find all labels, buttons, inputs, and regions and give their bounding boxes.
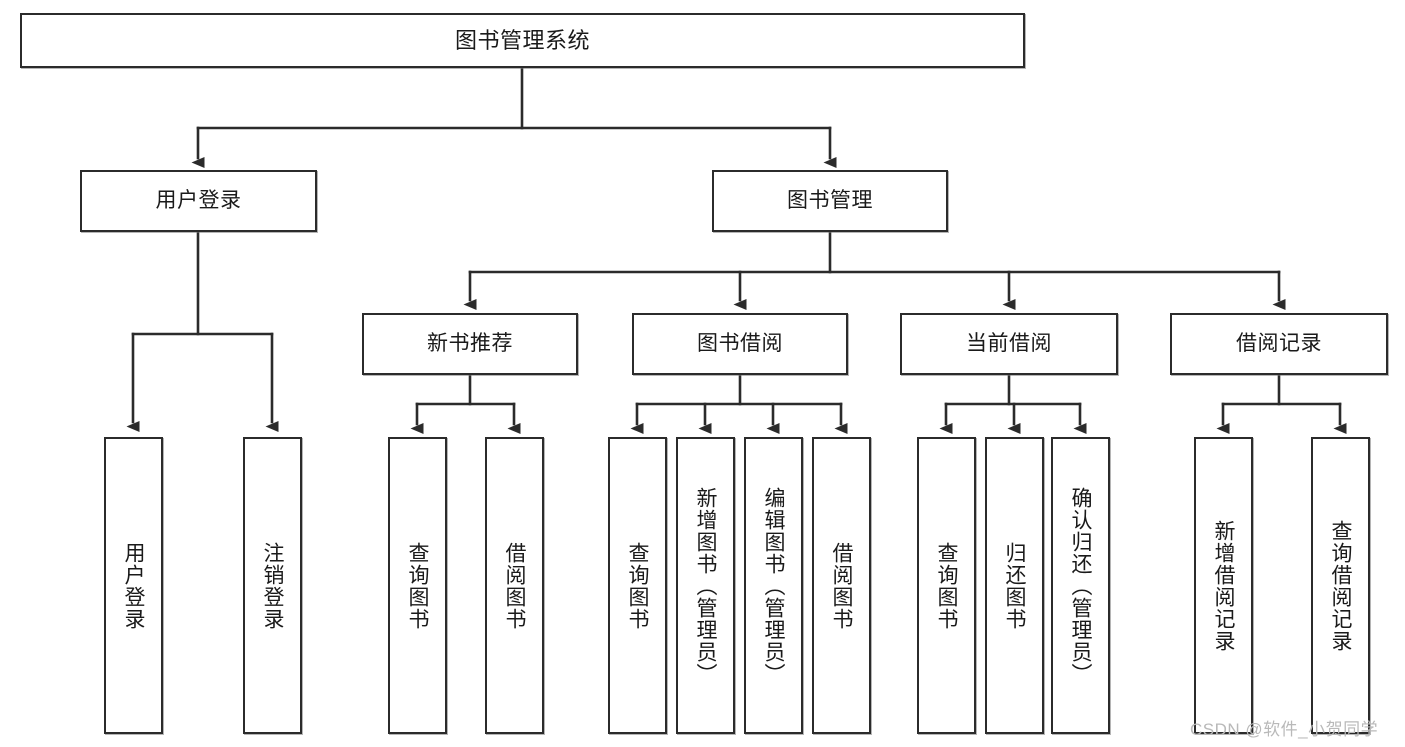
node-leaf-borrow-book-1-label: 借阅图书 bbox=[503, 541, 526, 630]
node-new-book-recommend[interactable]: 新书推荐 bbox=[362, 313, 578, 375]
node-leaf-confirm-return[interactable]: 确认归还（管理员） bbox=[1051, 437, 1110, 734]
node-book-borrow-label: 图书借阅 bbox=[697, 332, 783, 356]
node-borrow-record[interactable]: 借阅记录 bbox=[1170, 313, 1388, 375]
node-leaf-edit-book[interactable]: 编辑图书（管理员） bbox=[744, 437, 803, 734]
node-leaf-query-record-label: 查询借阅记录 bbox=[1329, 519, 1352, 652]
node-current-borrow-label: 当前借阅 bbox=[966, 332, 1052, 356]
node-leaf-borrow-book-1[interactable]: 借阅图书 bbox=[485, 437, 544, 734]
node-leaf-add-book-label: 新增图书（管理员） bbox=[694, 486, 717, 685]
node-leaf-edit-book-label: 编辑图书（管理员） bbox=[762, 486, 785, 685]
node-root[interactable]: 图书管理系统 bbox=[20, 13, 1025, 68]
node-leaf-query-book-1[interactable]: 查询图书 bbox=[388, 437, 447, 734]
node-leaf-user-login-label: 用户登录 bbox=[122, 541, 145, 630]
node-leaf-query-book-2[interactable]: 查询图书 bbox=[608, 437, 667, 734]
node-leaf-query-book-3-label: 查询图书 bbox=[935, 541, 958, 630]
node-leaf-add-record[interactable]: 新增借阅记录 bbox=[1194, 437, 1253, 734]
node-user-login-label: 用户登录 bbox=[155, 189, 242, 213]
node-leaf-query-record[interactable]: 查询借阅记录 bbox=[1311, 437, 1370, 734]
node-book-management[interactable]: 图书管理 bbox=[712, 170, 948, 232]
node-root-label: 图书管理系统 bbox=[454, 27, 590, 53]
node-leaf-query-book-3[interactable]: 查询图书 bbox=[917, 437, 976, 734]
node-leaf-return-book[interactable]: 归还图书 bbox=[985, 437, 1044, 734]
node-leaf-query-book-1-label: 查询图书 bbox=[406, 541, 429, 630]
node-leaf-borrow-book-2[interactable]: 借阅图书 bbox=[812, 437, 871, 734]
node-book-management-label: 图书管理 bbox=[787, 189, 873, 213]
node-leaf-logout-login[interactable]: 注销登录 bbox=[243, 437, 302, 734]
node-user-login[interactable]: 用户登录 bbox=[80, 170, 317, 232]
node-current-borrow[interactable]: 当前借阅 bbox=[900, 313, 1118, 375]
node-leaf-add-record-label: 新增借阅记录 bbox=[1212, 519, 1235, 652]
node-leaf-return-book-label: 归还图书 bbox=[1003, 541, 1026, 630]
node-leaf-borrow-book-2-label: 借阅图书 bbox=[830, 541, 853, 630]
node-leaf-query-book-2-label: 查询图书 bbox=[626, 541, 649, 630]
node-leaf-user-login[interactable]: 用户登录 bbox=[104, 437, 163, 734]
node-leaf-confirm-return-label: 确认归还（管理员） bbox=[1069, 486, 1092, 685]
node-borrow-record-label: 借阅记录 bbox=[1236, 332, 1322, 356]
node-leaf-logout-login-label: 注销登录 bbox=[261, 541, 284, 630]
node-new-book-recommend-label: 新书推荐 bbox=[427, 332, 513, 356]
node-book-borrow[interactable]: 图书借阅 bbox=[632, 313, 848, 375]
node-leaf-add-book[interactable]: 新增图书（管理员） bbox=[676, 437, 735, 734]
